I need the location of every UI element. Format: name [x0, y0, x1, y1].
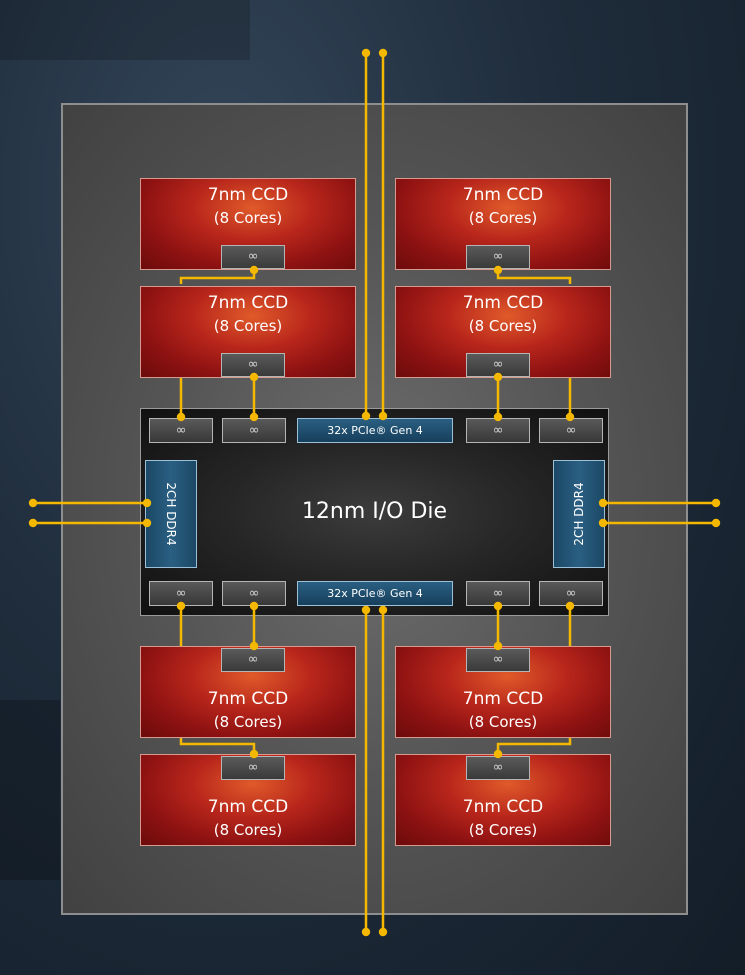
background-board-shape [0, 0, 250, 60]
lead-endpoint-dot [378, 48, 388, 58]
lead-endpoint-dot [28, 518, 38, 528]
io-die: ∞ ∞ 32x PCIe® Gen 4 ∞ ∞ 2CH DDR4 12nm I/… [140, 408, 609, 616]
ccd-link [496, 270, 572, 284]
link-dot [249, 265, 259, 275]
io-die-label: 12nm I/O Die [301, 499, 448, 524]
ddr4-right-block: 2CH DDR4 [553, 460, 605, 568]
ccd-cores-label: (8 Cores) [468, 317, 538, 335]
pcie-bottom-block: 32x PCIe® Gen 4 [297, 581, 453, 606]
infinity-fabric-port: ∞ [539, 581, 603, 606]
link-dot [493, 601, 503, 611]
lead-endpoint-dot [711, 498, 721, 508]
ccd-process-label: 7nm CCD [462, 185, 544, 205]
link-dot [176, 412, 186, 422]
infinity-fabric-port: ∞ [221, 648, 285, 672]
ccd-chiplet: 7nm CCD (8 Cores) ∞ [140, 286, 356, 378]
pcie-top-block: 32x PCIe® Gen 4 [297, 418, 453, 443]
infinity-fabric-port: ∞ [221, 756, 285, 780]
ccd-cores-label: (8 Cores) [213, 317, 283, 335]
ddr4-left-block: 2CH DDR4 [145, 460, 197, 568]
lead-endpoint-dot [361, 411, 371, 421]
link-dot [493, 641, 503, 651]
link-dot [493, 265, 503, 275]
ccd-process-label: 7nm CCD [207, 293, 289, 313]
infinity-fabric-port: ∞ [466, 418, 530, 443]
background-board-shape [0, 700, 60, 880]
ccd-cores-label: (8 Cores) [468, 713, 538, 731]
lead-endpoint-dot [142, 498, 152, 508]
ccd-process-label: 7nm CCD [462, 689, 544, 709]
ccd-chiplet: 7nm CCD (8 Cores) ∞ [395, 178, 611, 270]
lead-endpoint-dot [598, 498, 608, 508]
ccd-chiplet: 7nm CCD (8 Cores) ∞ [140, 178, 356, 270]
link-dot [493, 412, 503, 422]
ccd-link [496, 738, 572, 754]
lead-endpoint-dot [28, 498, 38, 508]
lead-endpoint-dot [361, 48, 371, 58]
ccd-chiplet: ∞ 7nm CCD (8 Cores) [395, 754, 611, 846]
lead-endpoint-dot [142, 518, 152, 528]
link-dot [493, 372, 503, 382]
lead-endpoint-dot [361, 605, 371, 615]
lead-endpoint-dot [378, 411, 388, 421]
link-dot [249, 372, 259, 382]
ccd-process-label: 7nm CCD [207, 797, 289, 817]
ccd-cores-label: (8 Cores) [468, 209, 538, 227]
ccd-link [179, 738, 256, 754]
lead-endpoint-dot [598, 518, 608, 528]
link-dot [249, 601, 259, 611]
ccd-cores-label: (8 Cores) [213, 821, 283, 839]
ccd-process-label: 7nm CCD [207, 689, 289, 709]
ccd-cores-label: (8 Cores) [213, 209, 283, 227]
lead-endpoint-dot [711, 518, 721, 528]
link-dot [249, 641, 259, 651]
infinity-fabric-port: ∞ [539, 418, 603, 443]
infinity-fabric-port: ∞ [466, 245, 530, 269]
link-dot [493, 749, 503, 759]
link-dot [249, 749, 259, 759]
ccd-cores-label: (8 Cores) [468, 821, 538, 839]
link-dot [176, 601, 186, 611]
ccd-process-label: 7nm CCD [207, 185, 289, 205]
link-dot [249, 412, 259, 422]
infinity-fabric-port: ∞ [149, 418, 213, 443]
link-dot [565, 412, 575, 422]
ccd-chiplet: ∞ 7nm CCD (8 Cores) [140, 754, 356, 846]
ccd-link [179, 270, 256, 284]
ccd-chiplet: ∞ 7nm CCD (8 Cores) [395, 646, 611, 738]
ccd-process-label: 7nm CCD [462, 797, 544, 817]
ccd-cores-label: (8 Cores) [213, 713, 283, 731]
lead-endpoint-dot [378, 605, 388, 615]
ccd-chiplet: ∞ 7nm CCD (8 Cores) [140, 646, 356, 738]
ccd-chiplet: 7nm CCD (8 Cores) ∞ [395, 286, 611, 378]
lead-endpoint-dot [378, 927, 388, 937]
lead-endpoint-dot [361, 927, 371, 937]
ccd-process-label: 7nm CCD [462, 293, 544, 313]
link-dot [565, 601, 575, 611]
